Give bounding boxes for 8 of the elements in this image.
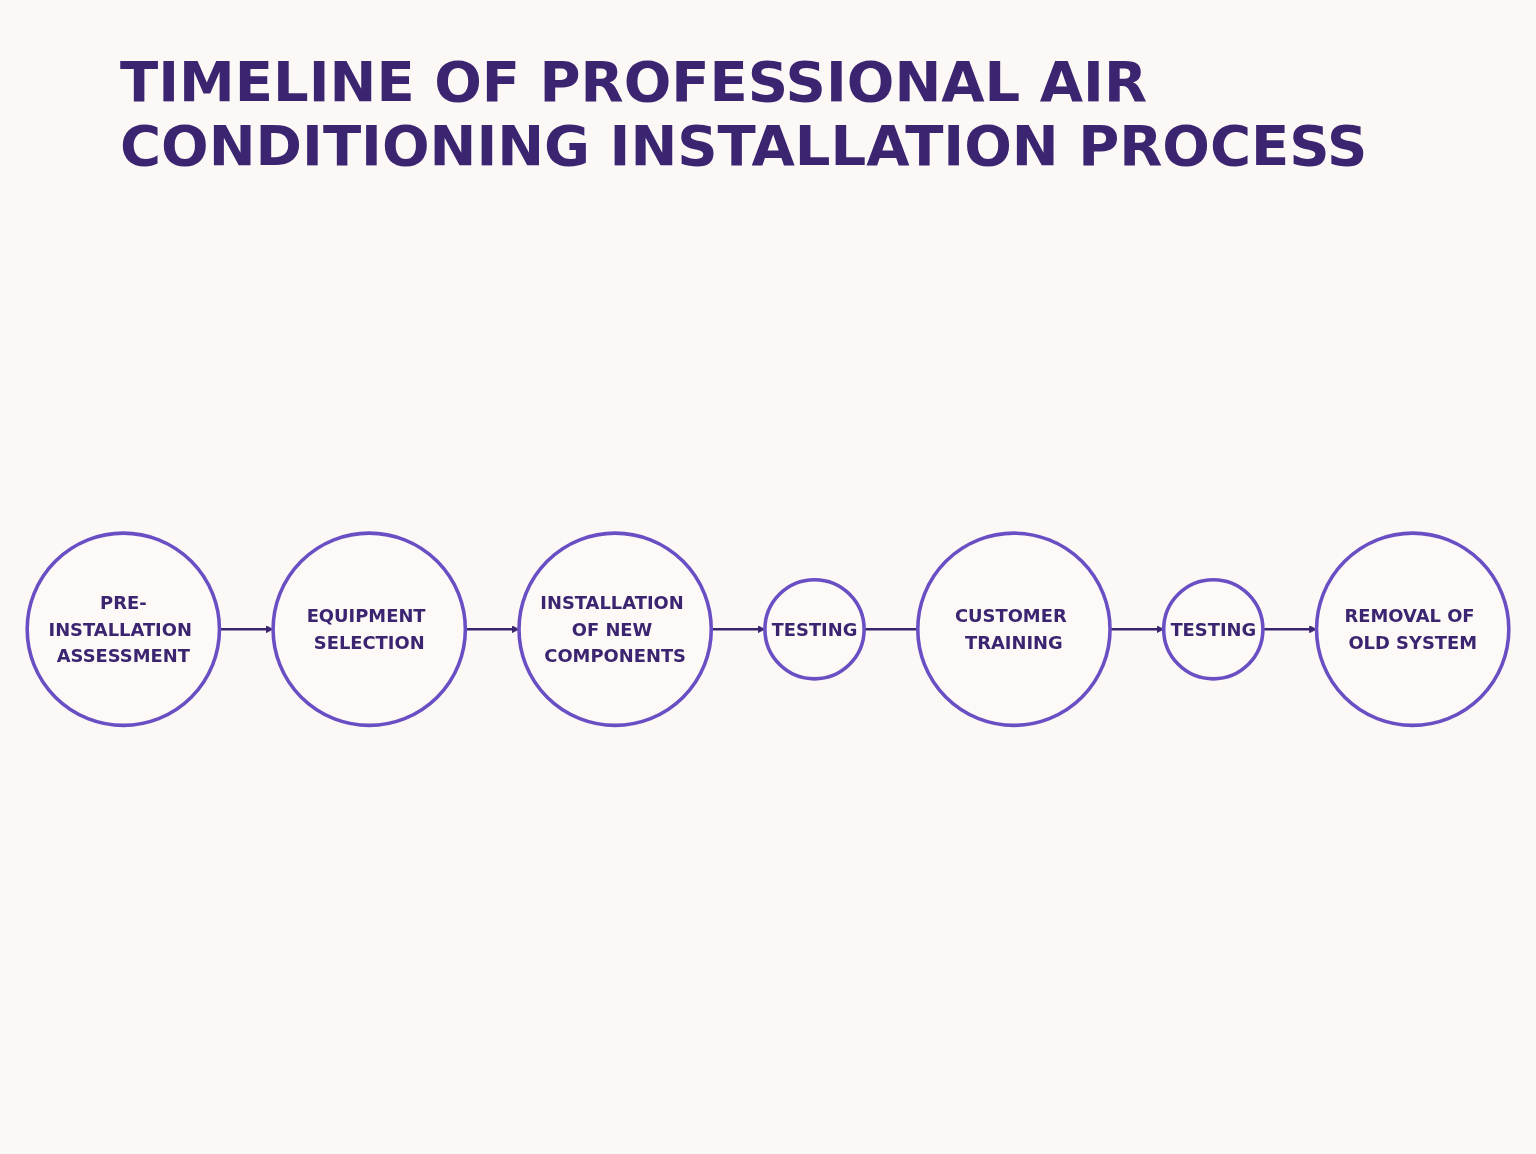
node-circle: EQUIPMENT SELECTION — [271, 530, 468, 727]
node-circle: TESTING — [763, 577, 866, 681]
diagram-title: TIMELINE OF PROFESSIONAL AIR CONDITIONING INSTALLATION PROCESS — [120, 50, 1369, 179]
node-circle: REMOVAL OF OLD SYSTEM — [1314, 530, 1511, 727]
node-circle: TESTING — [1161, 577, 1265, 681]
node-circle: PRE-INSTALLATION ASSESSMENT — [25, 530, 222, 727]
node-circle: CUSTOMER TRAINING — [916, 530, 1112, 727]
node-circle: INSTALLATION OF NEW COMPONENTS — [517, 530, 714, 727]
